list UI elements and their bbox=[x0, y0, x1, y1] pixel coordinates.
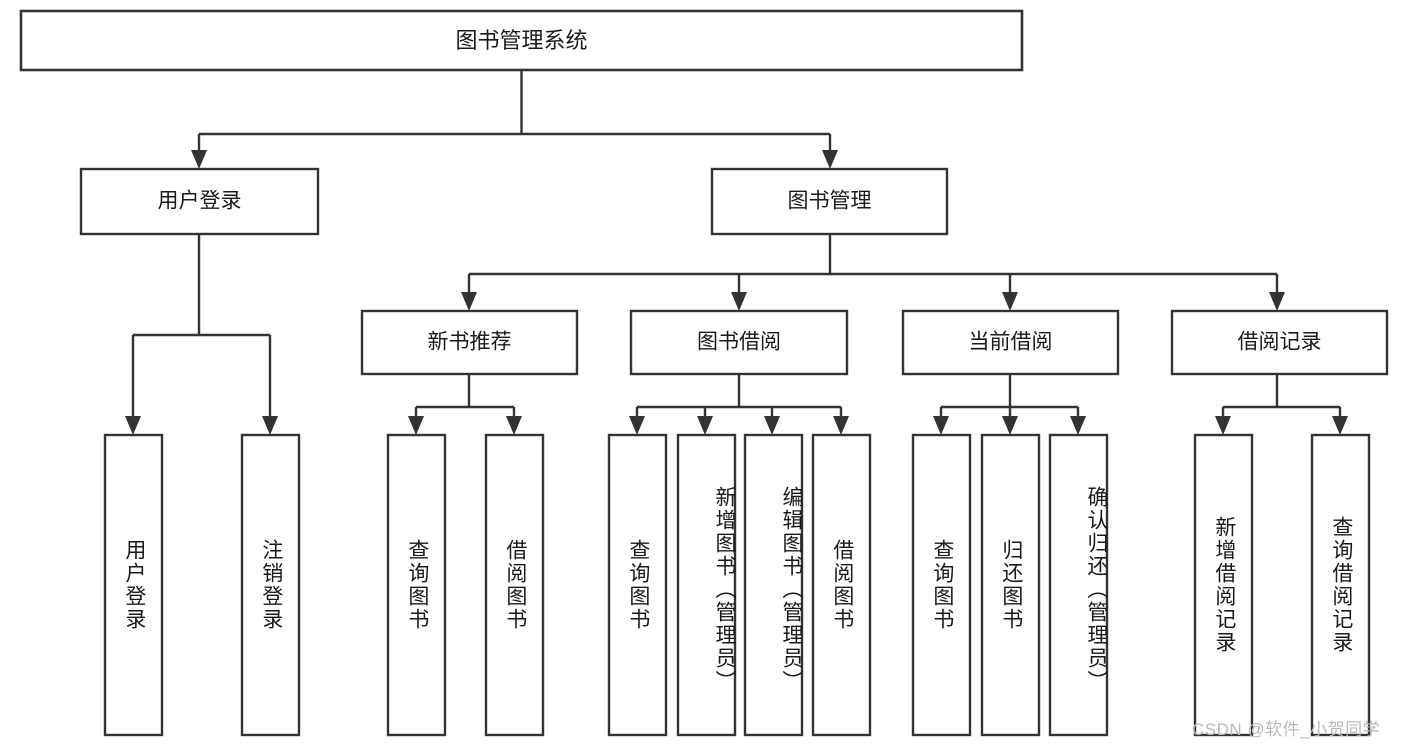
leaf-box-query-borrow-record[interactable] bbox=[1310, 433, 1371, 737]
node-new-book-recommend[interactable]: 新书推荐 bbox=[360, 309, 579, 376]
arrow-head-leaf-add-borrow-record bbox=[1215, 416, 1231, 435]
node-user-login[interactable]: 用户登录 bbox=[79, 167, 320, 236]
node-user-login-label: 用户登录 bbox=[158, 190, 242, 213]
arrow-head-user-login bbox=[191, 150, 207, 169]
leaf-box-borrow-book-nb[interactable] bbox=[484, 433, 545, 737]
arrow-head-book-management bbox=[822, 150, 838, 169]
node-book-borrow[interactable]: 图书借阅 bbox=[629, 309, 849, 376]
leaf-box-query-book-bb[interactable] bbox=[607, 433, 668, 737]
leaf-box-layer bbox=[103, 433, 1371, 737]
arrow-head-leaf-add-book-admin bbox=[697, 416, 713, 435]
node-new-book-recommend-label: 新书推荐 bbox=[428, 331, 512, 354]
node-root-system-label: 图书管理系统 bbox=[455, 28, 587, 53]
node-borrow-record[interactable]: 借阅记录 bbox=[1170, 309, 1389, 376]
arrow-head-leaf-user-login bbox=[125, 416, 141, 435]
node-root-system[interactable]: 图书管理系统 bbox=[19, 9, 1024, 72]
connector-layer bbox=[125, 70, 1348, 435]
arrow-head-leaf-query-borrow-record bbox=[1332, 416, 1348, 435]
leaf-box-logout-login[interactable] bbox=[240, 433, 301, 737]
node-book-management-label: 图书管理 bbox=[788, 190, 872, 213]
leaf-box-add-book-admin[interactable] bbox=[676, 433, 737, 737]
arrow-head-borrow-record bbox=[1269, 292, 1285, 311]
node-user-login-box[interactable] bbox=[79, 167, 320, 236]
arrow-head-leaf-logout-login bbox=[262, 416, 278, 435]
node-current-borrow-box[interactable] bbox=[901, 309, 1120, 376]
csdn-watermark: CSDN @软件_小贺同学 bbox=[1192, 720, 1381, 739]
arrow-head-new-book-recommend bbox=[461, 292, 477, 311]
node-borrow-record-box[interactable] bbox=[1170, 309, 1389, 376]
leaf-box-user-login[interactable] bbox=[103, 433, 164, 737]
node-borrow-record-label: 借阅记录 bbox=[1238, 331, 1322, 354]
node-book-management[interactable]: 图书管理 bbox=[710, 167, 949, 236]
arrow-head-leaf-edit-book-admin bbox=[764, 416, 780, 435]
node-book-borrow-box[interactable] bbox=[629, 309, 849, 376]
arrow-head-current-borrow bbox=[1002, 292, 1018, 311]
leaf-box-return-book[interactable] bbox=[980, 433, 1041, 737]
node-current-borrow-label: 当前借阅 bbox=[969, 331, 1053, 354]
node-current-borrow[interactable]: 当前借阅 bbox=[901, 309, 1120, 376]
leaf-box-query-book-nb[interactable] bbox=[386, 433, 447, 737]
arrow-head-leaf-return-book bbox=[1002, 416, 1018, 435]
arrow-head-leaf-borrow-book-bb bbox=[833, 416, 849, 435]
node-root-system-box[interactable] bbox=[19, 9, 1024, 72]
arrow-head-leaf-confirm-return-admin bbox=[1070, 416, 1086, 435]
arrow-head-leaf-query-book-nb bbox=[408, 416, 424, 435]
arrow-head-book-borrow bbox=[731, 292, 747, 311]
arrow-head-leaf-borrow-book-nb bbox=[506, 416, 522, 435]
leaf-box-edit-book-admin[interactable] bbox=[743, 433, 804, 737]
node-book-borrow-label: 图书借阅 bbox=[697, 331, 781, 354]
leaf-box-add-borrow-record[interactable] bbox=[1193, 433, 1254, 737]
arrow-head-leaf-query-book-bb bbox=[629, 416, 645, 435]
leaf-box-borrow-book-bb[interactable] bbox=[811, 433, 872, 737]
node-book-management-box[interactable] bbox=[710, 167, 949, 236]
node-new-book-recommend-box[interactable] bbox=[360, 309, 579, 376]
leaf-box-query-book-cb[interactable] bbox=[911, 433, 972, 737]
arrow-head-leaf-query-book-cb bbox=[933, 416, 949, 435]
leaf-box-confirm-return-admin[interactable] bbox=[1048, 433, 1109, 737]
